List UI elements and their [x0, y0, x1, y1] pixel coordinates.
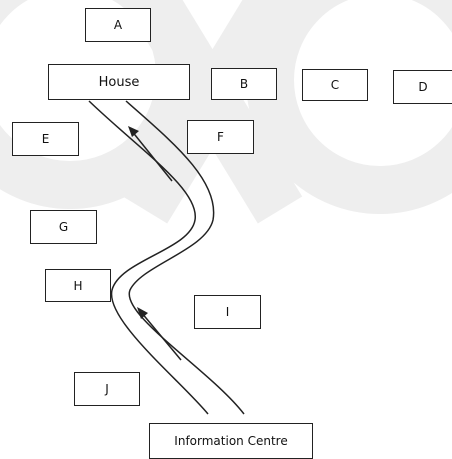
road-left-edge	[88, 100, 209, 415]
box-j: J	[74, 372, 140, 406]
direction-arrow-lower	[140, 311, 182, 361]
box-information-centre: Information Centre	[149, 423, 313, 459]
box-f: F	[187, 120, 254, 154]
box-c: C	[302, 69, 368, 101]
direction-arrow-upper-head	[128, 126, 139, 137]
direction-arrow-lower-head	[137, 307, 148, 319]
box-b: B	[211, 68, 277, 100]
road-right-edge	[125, 100, 245, 415]
box-a: A	[85, 8, 151, 42]
box-d: D	[393, 70, 452, 104]
box-house: House	[48, 64, 190, 100]
box-e: E	[12, 122, 79, 156]
box-i: I	[194, 295, 261, 329]
box-h: H	[45, 269, 111, 302]
box-g: G	[30, 210, 97, 244]
direction-arrow-upper	[130, 129, 173, 182]
